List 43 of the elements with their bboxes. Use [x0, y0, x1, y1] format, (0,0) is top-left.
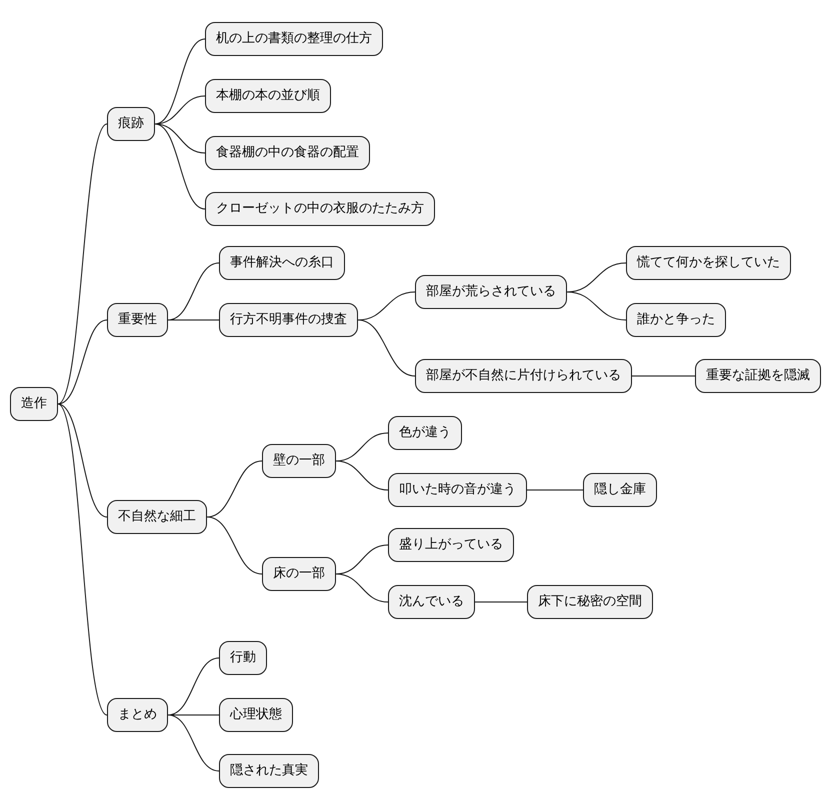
topic-box: 慌てて何かを探していた: [626, 246, 791, 280]
topic-box: まとめ: [107, 698, 168, 732]
topic-box: 行動: [219, 641, 267, 675]
topic-box: 叩いた時の音が違う: [388, 473, 527, 507]
topic-box: 事件解決への糸口: [219, 246, 345, 280]
topic-box: 本棚の本の並び順: [205, 79, 331, 113]
topic-box: 盛り上がっている: [388, 528, 514, 562]
topic-box: 隠し金庫: [583, 473, 657, 507]
connector-line: [566, 292, 626, 320]
topic-box: 食器棚の中の食器の配置: [205, 136, 370, 170]
topic-box: 色が違う: [388, 416, 462, 450]
connector-line: [168, 714, 220, 772]
topic-box: 重要な証拠を隠滅: [695, 359, 821, 393]
connector-line: [168, 262, 220, 320]
topic-box: 壁の一部: [262, 444, 336, 478]
topic-box: 重要性: [107, 303, 168, 337]
connector-line: [206, 516, 262, 574]
connector-line: [154, 124, 206, 210]
topic-box: クローゼットの中の衣服のたたみ方: [205, 192, 435, 226]
topic-box: 痕跡: [107, 107, 155, 141]
topic-box: 隠された真実: [219, 754, 319, 788]
topic-box: 部屋が不自然に片付けられている: [415, 359, 632, 393]
connector-line: [58, 320, 108, 404]
topic-box: 造作: [10, 387, 58, 421]
topic-box: 部屋が荒らされている: [415, 275, 567, 309]
connector-line: [336, 574, 388, 602]
connector-line: [336, 460, 388, 490]
topic-box: 心理状態: [219, 698, 293, 732]
topic-box: 誰かと争った: [626, 303, 726, 337]
connector-line: [154, 124, 206, 154]
connector-line: [58, 404, 108, 716]
topic-box: 床の一部: [262, 557, 336, 591]
connector-line: [358, 320, 416, 376]
connector-line: [168, 714, 220, 716]
topic-box: 机の上の書類の整理の仕方: [205, 22, 383, 56]
topic-box: 床下に秘密の空間: [527, 585, 653, 619]
topic-box: 沈んでいる: [388, 585, 475, 619]
topic-box: 不自然な細工: [107, 500, 207, 534]
topic-box: 行方不明事件の捜査: [219, 303, 358, 337]
connector-line: [58, 124, 108, 404]
connector-line: [58, 404, 108, 518]
connector-line: [154, 38, 206, 124]
connector-line: [168, 658, 220, 716]
